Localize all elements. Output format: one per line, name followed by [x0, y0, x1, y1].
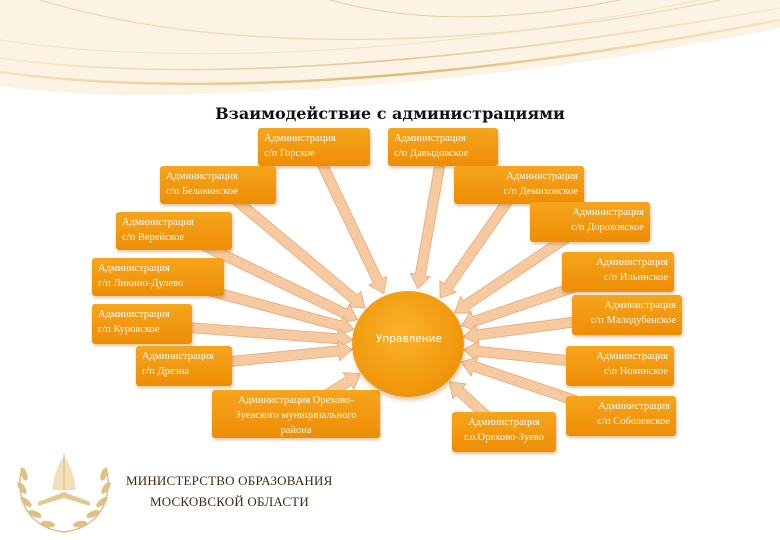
node-label-line: Зуевского муниципального: [235, 410, 357, 422]
node-label-line: Администрация: [166, 171, 238, 182]
arrow-demikhovskoe: [439, 197, 513, 299]
node-label-line: Администрация: [98, 263, 170, 274]
ministry-line-2: МОСКОВСКОЙ ОБЛАСТИ: [150, 494, 309, 509]
node-ilyinskoe: Администрация с/п Ильинское: [562, 252, 674, 292]
arrow-davydovskoe: [409, 164, 446, 290]
center-node-label: Управление: [376, 333, 442, 345]
node-sobolevskoe: Администрация с/п Соболевское: [566, 396, 676, 436]
arrow-dorokhovskoe: [453, 228, 577, 314]
node-label-line: г/п Ликино-Дулево: [98, 278, 184, 290]
node-belavinskoe: Администрация с/п Белавинское: [160, 166, 276, 204]
node-dorokhovskoe: Администрация с/п Дороховское: [530, 202, 650, 242]
node-label-line: Администрация: [142, 351, 214, 362]
node-malodubenskoe: Администрация с/п Малодубенское: [572, 295, 682, 335]
arrow-gorskoe: [317, 161, 388, 295]
ministry-line-1: МИНИСТЕРСТВО ОБРАЗОВАНИЯ: [126, 473, 333, 488]
node-label-line: Администрация: [604, 300, 676, 311]
node-label-line: Администрация: [468, 417, 540, 428]
node-label-line: г.о.Орехово-Зуево: [464, 432, 544, 444]
node-label-line: г/п Дрезна: [142, 366, 190, 378]
emblem-wreath-icon: [17, 454, 111, 533]
node-drezna: Администрация г/п Дрезна: [136, 346, 232, 386]
node-label-line: Администрация: [264, 133, 336, 144]
node-label-line: с\п Новинское: [603, 366, 668, 378]
node-novinskoe: Администрация с\п Новинское: [566, 346, 674, 386]
node-label-line: с/п Горское: [264, 148, 315, 160]
node-likino: Администрация г/п Ликино-Дулево: [92, 258, 224, 296]
node-label-line: Администрация: [122, 217, 194, 228]
node-label-line: с/п Ильинское: [604, 272, 668, 284]
node-demikhovskoe: Администрация с/п Демиховское: [454, 166, 584, 204]
node-label-line: района: [280, 425, 312, 437]
node-label-line: Администрация: [596, 351, 668, 362]
node-label-line: Администрация: [394, 133, 466, 144]
node-label-line: Администрация: [506, 171, 578, 182]
node-label-line: с/п Давыдовское: [394, 148, 469, 160]
node-label-line: с/п Белавинское: [166, 186, 238, 198]
node-label-line: с/п Демиховское: [503, 186, 578, 198]
center-node: [352, 291, 464, 397]
node-gorskoe: Администрация с/п Горское: [258, 128, 370, 166]
node-district: Администрация Орехово- Зуевского муниципа…: [212, 390, 380, 438]
node-orekhovo: Администрация г.о.Орехово-Зуево: [452, 412, 556, 452]
node-label-line: Администрация: [572, 207, 644, 218]
node-label-line: Администрация Орехово-: [238, 395, 354, 406]
node-label-line: с/п Дороховское: [571, 222, 644, 234]
node-label-line: Администрация: [596, 257, 668, 268]
node-label-line: Администрация: [98, 309, 170, 320]
arrow-belavinskoe: [228, 192, 366, 309]
node-label-line: с/п Малодубенское: [590, 315, 676, 327]
node-label-line: с/п Соболевское: [597, 416, 670, 428]
node-kurovskoe: Администрация г/п Куровское: [92, 304, 192, 344]
node-label-line: г/п Куровское: [98, 324, 160, 336]
node-label-line: Администрация: [598, 401, 670, 412]
node-davydovskoe: Администрация с/п Давыдовское: [388, 128, 498, 166]
node-vereyskoe: Администрация с/п Верейское: [116, 212, 232, 250]
node-label-line: с/п Верейское: [122, 232, 185, 244]
page-title: Взаимодействие с администрациями: [215, 104, 565, 123]
